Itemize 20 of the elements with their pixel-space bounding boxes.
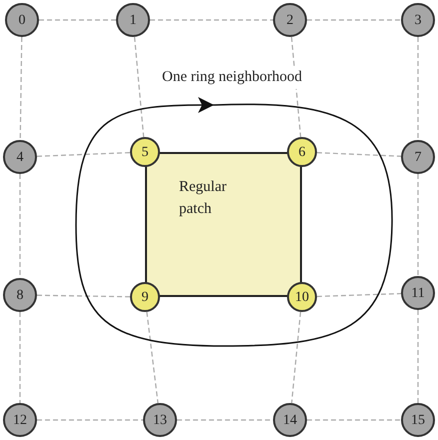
patch-label: Regular patch [179, 178, 228, 219]
dashed-line [146, 312, 159, 404]
dashed-line [20, 37, 22, 140]
dashed-line [36, 294, 130, 298]
dashed-line [39, 19, 116, 21]
dashed-line [36, 152, 130, 157]
dashed-line [177, 419, 273, 421]
dashed-line [291, 312, 302, 404]
dashed-line [417, 310, 419, 403]
dashed-line [417, 37, 419, 140]
dashed-line [316, 292, 402, 298]
dashed-line [37, 419, 143, 421]
dashed-line [19, 174, 21, 278]
dashed-line [307, 19, 401, 21]
dashed-line [134, 36, 144, 138]
dashed-line [150, 19, 273, 21]
dashed-line [417, 174, 419, 276]
dashed-line [307, 419, 401, 421]
dashed-line [316, 152, 402, 157]
dashed-line [19, 312, 21, 403]
